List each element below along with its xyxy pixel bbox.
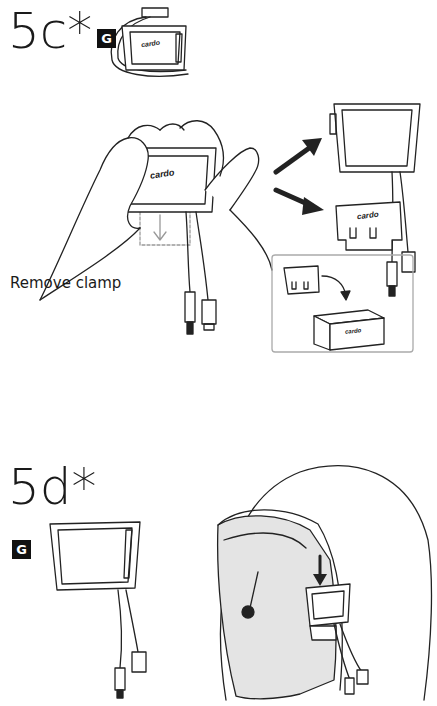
step-number: 5c*: [8, 6, 92, 56]
unit-with-cables: [330, 104, 420, 296]
step-number: 5d*: [8, 462, 97, 512]
instruction-text: Remove clamp: [10, 276, 121, 291]
clamp: [336, 202, 402, 250]
hands-removing-clamp: [40, 121, 272, 334]
header-unit-icon: [111, 8, 188, 76]
category-badge: G: [12, 540, 31, 559]
category-badge: G: [97, 29, 116, 48]
badge-letter: G: [16, 543, 27, 556]
unit-with-cables: [50, 522, 146, 698]
inset-store-clamp: [272, 255, 413, 352]
helmet: [218, 466, 432, 700]
badge-letter: G: [101, 32, 112, 45]
